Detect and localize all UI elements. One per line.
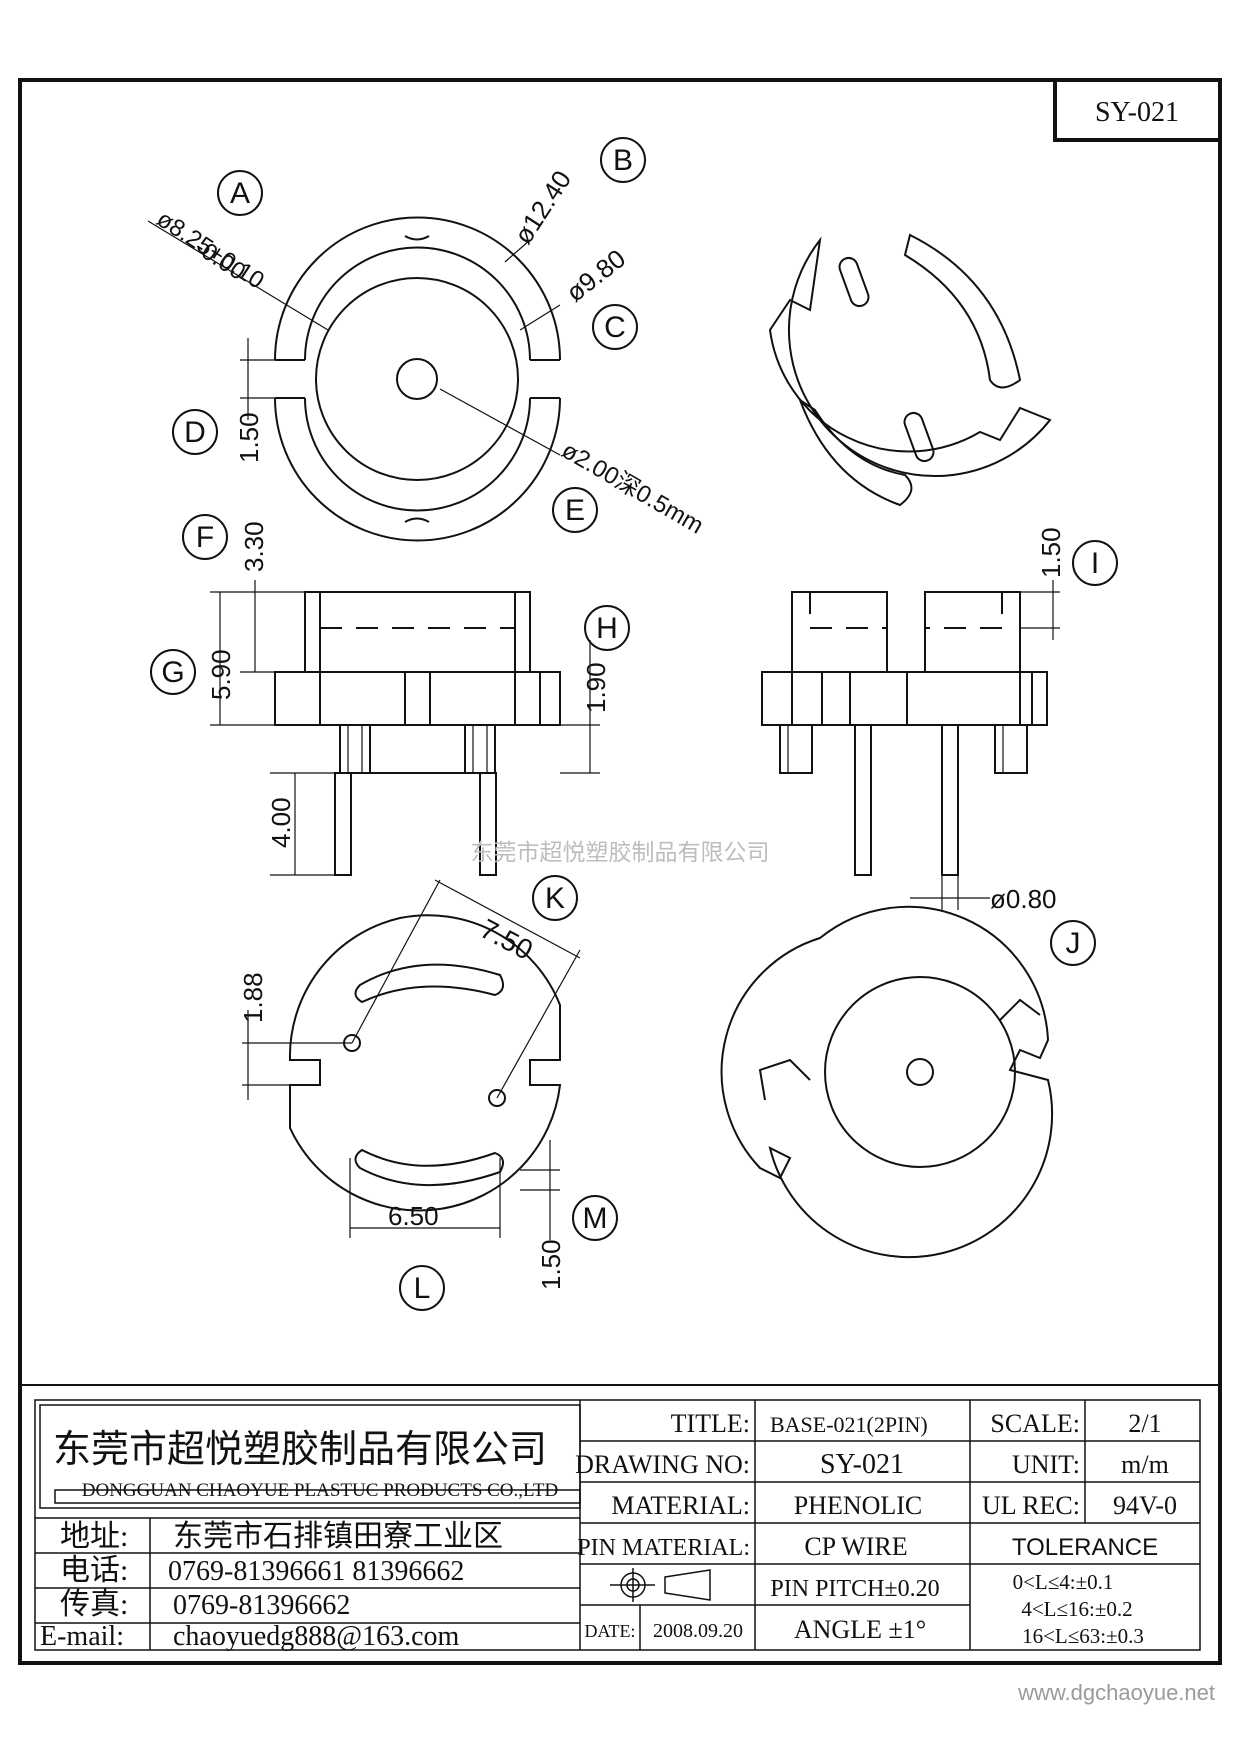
svg-text:F: F [196,521,214,554]
dim-h: 1.90 [581,662,611,713]
label-f: F [182,514,228,560]
svg-text:K: K [545,882,565,915]
svg-text:I: I [1091,547,1099,580]
svg-text:D: D [184,416,206,449]
label-b: B [600,137,646,183]
pin-material-value: CP WIRE [804,1532,907,1561]
label-i: I [1072,540,1118,586]
tel-value: 0769-81396661 81396662 [168,1556,464,1587]
svg-text:A: A [230,177,250,210]
tel-label: 电话: [60,1554,128,1587]
angle: ANGLE ±1° [794,1615,926,1644]
svg-text:H: H [596,612,618,645]
fax-value: 0769-81396662 [173,1590,350,1621]
fax-label: 传真: [60,1588,128,1621]
drawing-code-box: SY-021 [1053,78,1222,142]
unit-label: UNIT: [1012,1450,1080,1479]
dim-d: 1.50 [234,412,264,463]
tol-2: 4<L≤16:±0.2 [1021,1597,1132,1621]
label-c: C [592,304,638,350]
iso-bottom-view [720,905,1054,1259]
svg-text:B: B [613,144,633,177]
ul-value: 94V-0 [1113,1491,1177,1520]
dim-m: 1.50 [536,1239,566,1290]
drawing-code: SY-021 [1095,97,1179,128]
svg-text:J: J [1066,927,1081,960]
material-value: PHENOLIC [794,1491,923,1520]
label-k: K [532,875,578,921]
watermark: 东莞市超悦塑胶制品有限公司 [471,839,770,865]
svg-text:M: M [583,1202,608,1235]
svg-text:E: E [565,494,585,527]
material-label: MATERIAL: [611,1491,750,1520]
address-value: 东莞市石排镇田寮工业区 [173,1520,503,1553]
address-label: 地址: [60,1520,128,1553]
side-view [761,580,1060,910]
projection-symbol [610,1568,711,1602]
dim-g: 5.90 [206,649,236,700]
date-value: 2008.09.20 [653,1620,743,1642]
website: www.dgchaoyue.net [1017,1680,1215,1705]
scale-value: 2/1 [1128,1409,1161,1438]
sheet-border [18,78,1222,1665]
tol-1: 0<L≤4:±0.1 [1013,1570,1114,1594]
dim-j: ø0.80 [990,884,1057,914]
title-value: BASE-021(2PIN) [770,1412,928,1437]
svg-text:G: G [161,656,184,689]
label-e: E [552,487,598,533]
label-l: L [399,1265,445,1311]
company-en: DONGGUAN CHAOYUE PLASTUC PRODUCTS CO.,LT… [82,1480,558,1501]
dim-pin-len: 4.00 [266,797,296,848]
email-label: E-mail: [40,1621,124,1652]
tol-3: 16<L≤63:±0.3 [1022,1624,1144,1648]
scale-label: SCALE: [990,1409,1080,1438]
label-g: G [150,649,196,695]
iso-top-view [768,233,1052,507]
pin-pitch: PIN PITCH±0.20 [770,1576,939,1602]
drawing-no-label: DRAWING NO: [575,1450,750,1479]
top-view [147,216,561,542]
label-h: H [584,605,630,651]
title-block: 东莞市超悦塑胶制品有限公司 DONGGUAN CHAOYUE PLASTUC P… [20,1384,1220,1652]
label-d: D [172,409,218,455]
tolerance-label: TOLERANCE [1012,1534,1158,1561]
callout-labels: A B C D E F G H I J K L M [150,137,1118,1311]
dim-k2: 1.88 [238,972,268,1023]
svg-text:C: C [604,311,626,344]
ul-label: UL REC: [982,1491,1080,1520]
label-j: J [1050,920,1096,966]
label-m: M [572,1195,618,1241]
date-label: DATE: [585,1621,636,1641]
dim-c: ø9.80 [560,243,631,308]
svg-text:L: L [414,1272,431,1305]
label-a: A [217,170,263,216]
drawing-no-value: SY-021 [820,1449,904,1480]
email-value: chaoyuedg888@163.com [173,1621,459,1652]
company-cn: 东莞市超悦塑胶制品有限公司 [53,1429,547,1471]
dim-l: 6.50 [388,1201,439,1231]
dim-i: 1.50 [1036,527,1066,578]
dim-f: 3.30 [239,521,269,572]
dim-b: ø12.40 [508,165,577,249]
bottom-view [242,879,581,1240]
front-side-view [210,580,600,876]
title-label: TITLE: [671,1409,750,1438]
pin-material-label: PIN MATERIAL: [577,1535,750,1561]
unit-value: m/m [1121,1450,1169,1479]
